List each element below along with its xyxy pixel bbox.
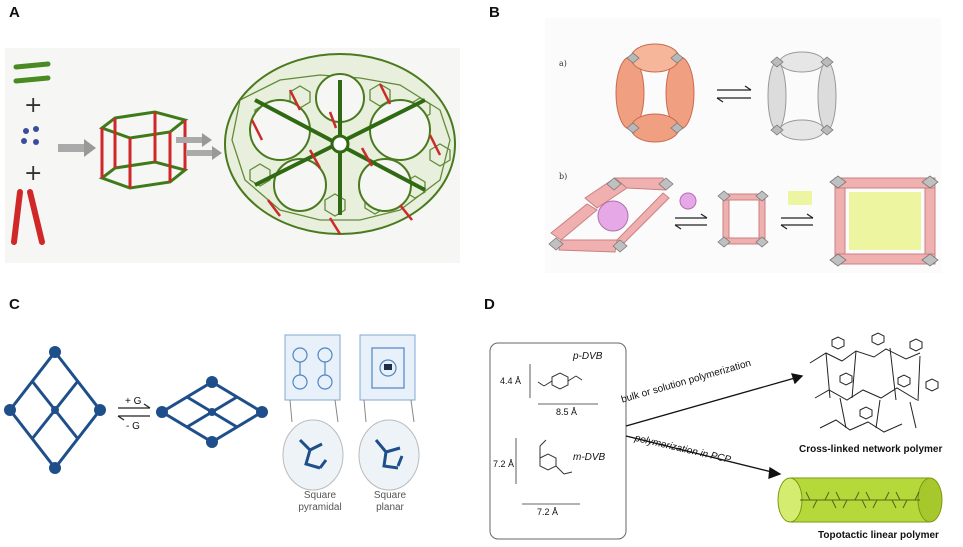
- m-dvb-label: m-DVB: [573, 452, 606, 463]
- reaction-arrow-bottom-icon: [625, 435, 782, 479]
- panel-a-figure: + +: [5, 48, 460, 263]
- metal-nodes-icon: [21, 126, 39, 145]
- panel-letter-a: A: [9, 4, 20, 21]
- reaction-arrow-top-icon: [625, 373, 804, 427]
- product-bottom-label: Topotactic linear polymer: [818, 530, 939, 541]
- p-dvb-molecule-icon: [537, 372, 583, 390]
- crosslinked-polymer-icon: [809, 332, 939, 433]
- p-dvb-width-label: 8.5 Å: [556, 407, 578, 417]
- closed-framework-icon: [156, 376, 268, 448]
- small-square-grid-icon: [717, 190, 769, 248]
- equilibrium-arrow-icon: [117, 403, 151, 421]
- panel-letter-d: D: [484, 296, 495, 313]
- subpanel-label-b: b): [559, 172, 568, 181]
- flexible-cage-closed-icon: [767, 51, 837, 141]
- plus-icon: +: [24, 93, 42, 118]
- porous-framework-icon: [224, 53, 456, 235]
- red-pillar-icon: [11, 189, 45, 245]
- guest-block-icon: [788, 191, 812, 205]
- equilibrium-arrow-icon: [716, 85, 752, 103]
- crystal-structure-pyramidal-icon: [282, 334, 344, 491]
- panel-c-figure: [4, 334, 420, 491]
- m-dvb-height-label: 7.2 Å: [493, 459, 515, 469]
- panel-b-figure: [545, 18, 941, 273]
- plus-icon: +: [24, 161, 42, 186]
- p-dvb-label: p-DVB: [573, 351, 603, 362]
- product-top-label: Cross-linked network polymer: [799, 444, 943, 455]
- large-square-grid-icon: [829, 175, 939, 267]
- guest-sphere-icon: [679, 192, 697, 210]
- open-framework-icon: [4, 346, 106, 474]
- nanotube-polymer-icon: [777, 477, 943, 523]
- minus-g-label: - G: [126, 421, 140, 432]
- m-dvb-molecule-icon: [539, 439, 573, 475]
- double-arrow-icon: [176, 133, 222, 160]
- panel-letter-c: C: [9, 296, 20, 313]
- dimension-arrows: [515, 364, 598, 505]
- square-pyramidal-label: Square pyramidal: [298, 490, 342, 513]
- panel-letter-b: B: [489, 4, 500, 21]
- hexagonal-cage-icon: [98, 110, 189, 190]
- sheared-grid-icon: [548, 177, 674, 253]
- square-planar-label: Square planar: [373, 490, 407, 513]
- p-dvb-height-label: 4.4 Å: [500, 376, 522, 386]
- equilibrium-arrow-icon: [674, 213, 708, 230]
- flexible-cage-open-icon: [615, 43, 695, 143]
- plus-g-label: + G: [125, 396, 142, 407]
- subpanel-label-a: a): [559, 59, 567, 68]
- equilibrium-arrow-icon: [780, 213, 814, 230]
- m-dvb-width-label: 7.2 Å: [537, 507, 559, 517]
- green-linker-icon: [13, 61, 51, 84]
- crystal-structure-planar-icon: [358, 334, 420, 491]
- panel-d-figure: [489, 332, 943, 540]
- arrow-icon: [58, 139, 96, 157]
